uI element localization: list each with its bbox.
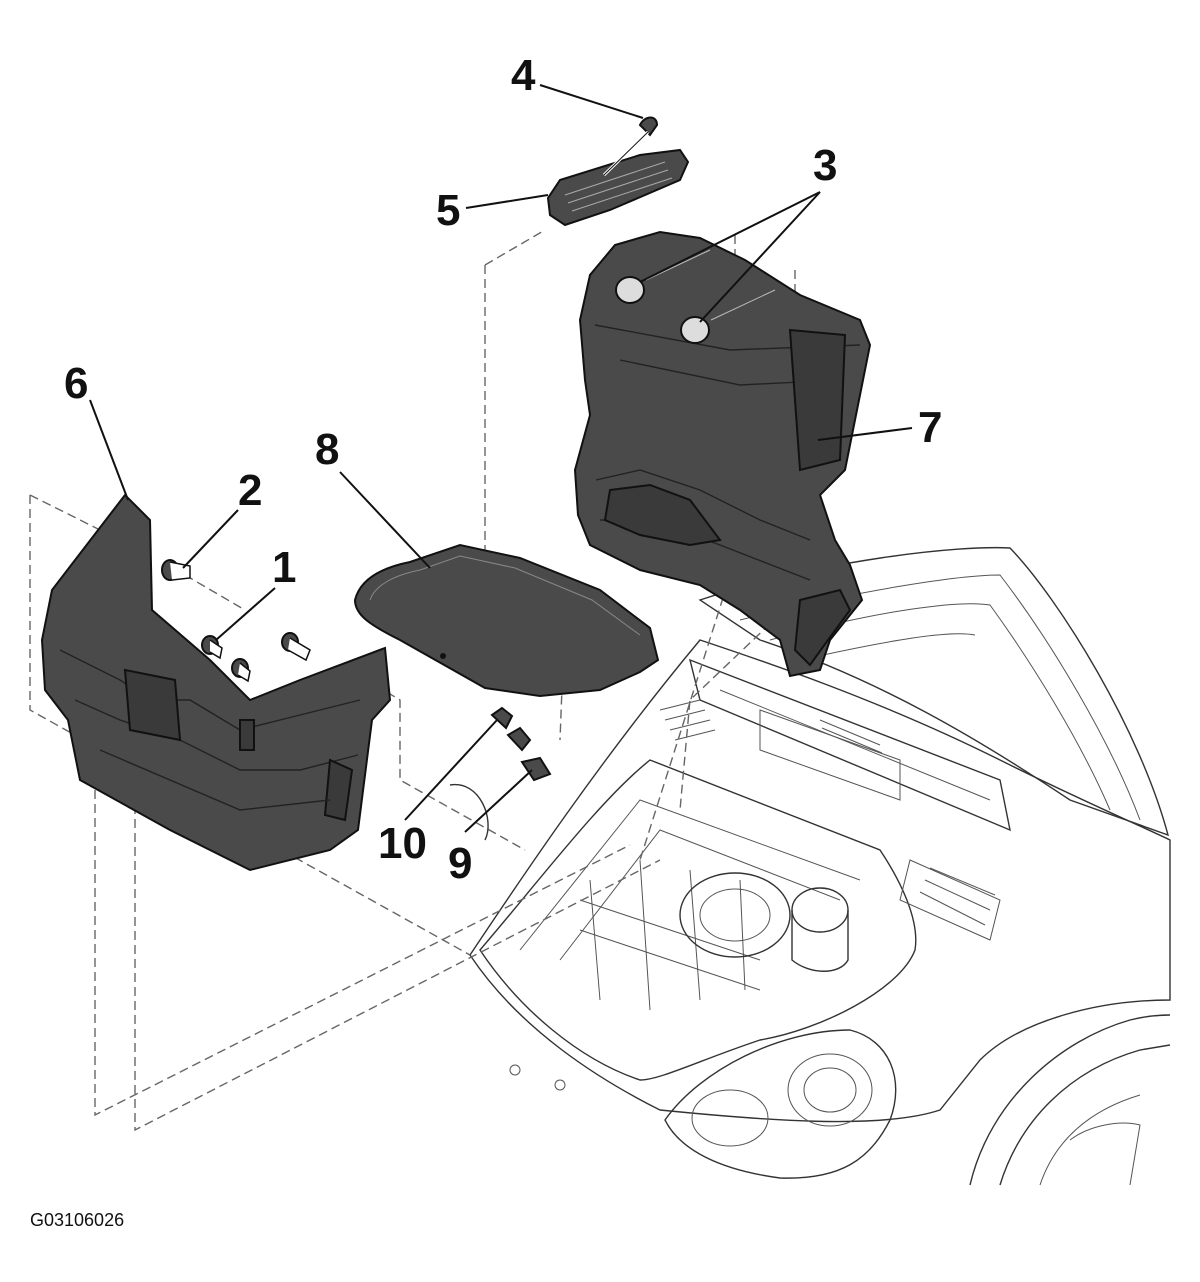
callout-1: 1 (272, 543, 296, 592)
cover-plate (353, 543, 660, 698)
callout-labels: 4 5 3 6 7 8 2 1 10 9 (64, 51, 942, 888)
grille-cover (546, 148, 690, 227)
callout-6: 6 (64, 359, 88, 408)
callout-3: 3 (813, 141, 837, 190)
callout-7: 7 (918, 403, 942, 452)
partition-panel (573, 230, 872, 678)
leader-lines (89, 84, 913, 833)
callout-10: 10 (378, 819, 427, 868)
figure-id: G03106026 (30, 1210, 124, 1230)
fasteners (161, 116, 659, 841)
callout-9: 9 (448, 839, 472, 888)
trim-panel-left (40, 493, 392, 872)
callout-4: 4 (511, 51, 536, 100)
callout-5: 5 (436, 186, 460, 235)
vehicle-front-body (469, 546, 1171, 1186)
callout-8: 8 (315, 425, 339, 474)
callout-2: 2 (238, 466, 262, 515)
